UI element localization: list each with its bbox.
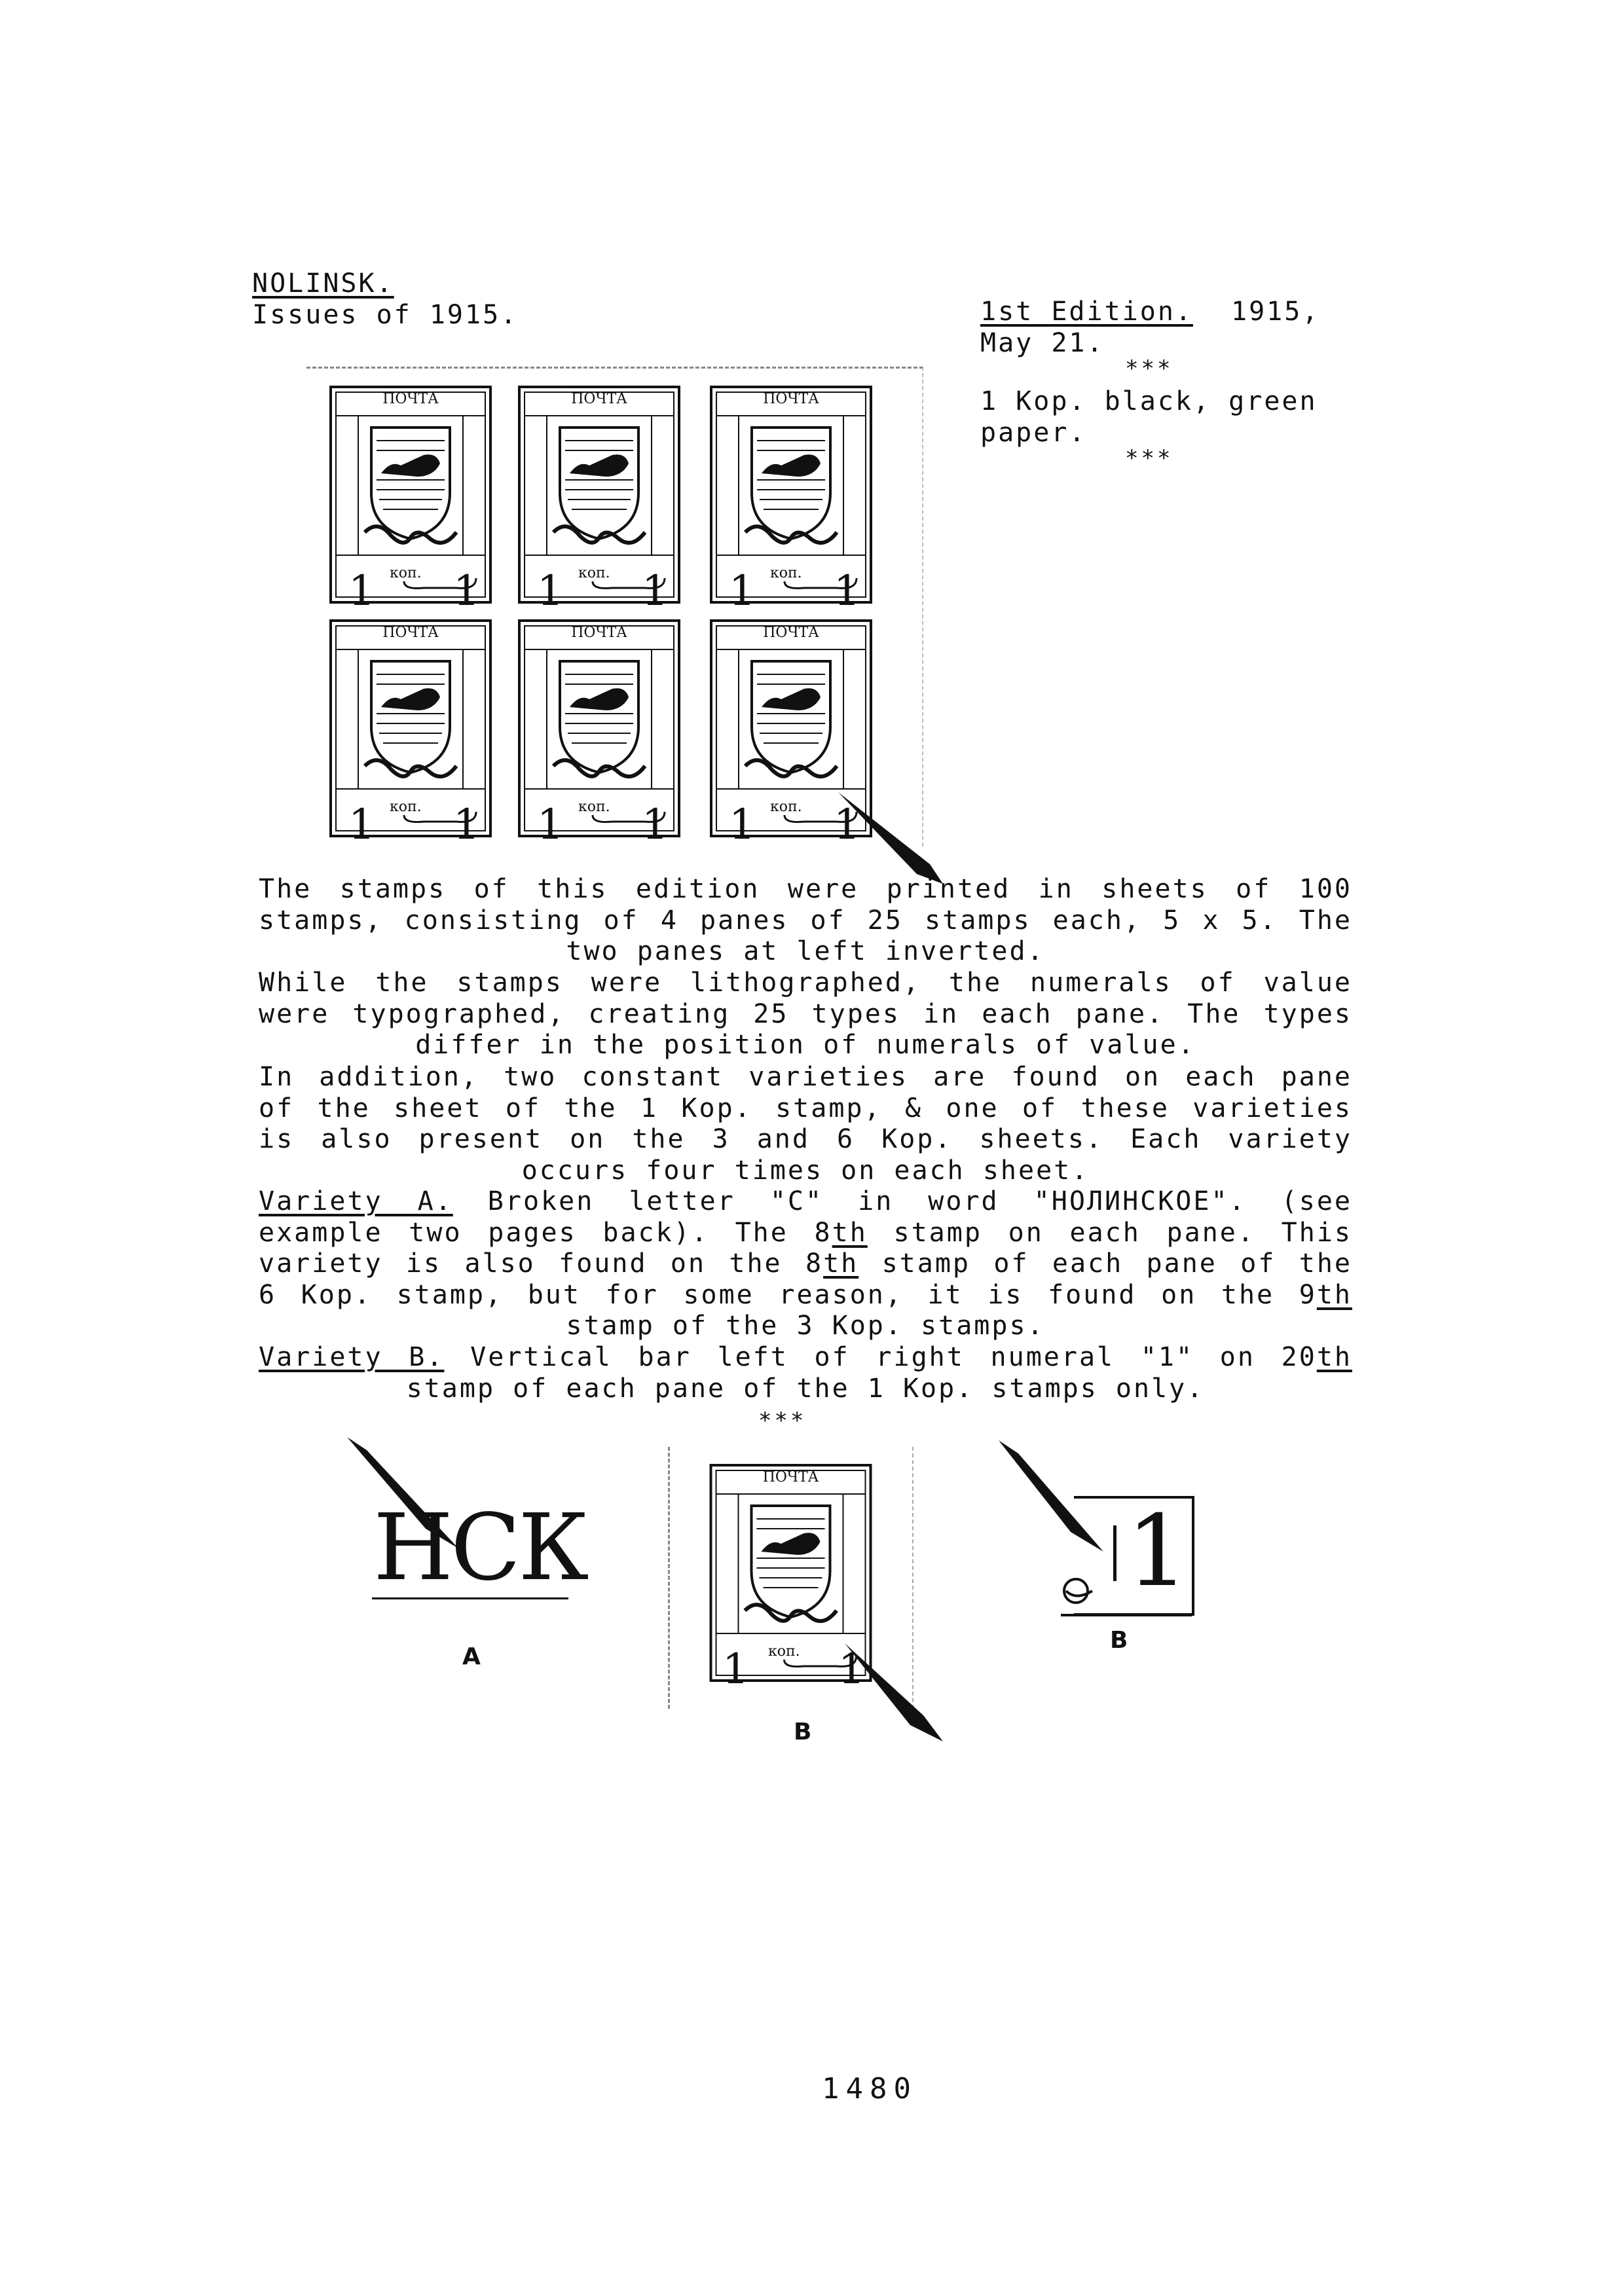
stamp-top-text: ПОЧТА bbox=[382, 391, 439, 407]
stamp-kop-text: коп. bbox=[770, 565, 802, 581]
detail-underline bbox=[1061, 1614, 1192, 1616]
scroll-ornament-icon bbox=[1063, 1578, 1094, 1604]
stamp-denomination: 1 bbox=[453, 801, 480, 849]
page-number: 1480 bbox=[822, 2072, 917, 2105]
paragraph-1: The stamps of this edition were printed … bbox=[259, 874, 1352, 968]
separator-stars: *** bbox=[1125, 445, 1173, 471]
text-line: is also present on the 3 and 6 Kop. shee… bbox=[259, 1124, 1352, 1154]
variety-a-label: Variety A. bbox=[259, 1186, 453, 1216]
stamp-denomination: 1 bbox=[838, 1645, 865, 1694]
text-line: variety is also found on the 8th stamp o… bbox=[259, 1248, 1352, 1280]
stamp-denomination: 1 bbox=[453, 567, 480, 615]
stamp: ПОЧТА 1 1 коп. bbox=[514, 382, 684, 615]
text-line: 6 Kop. stamp, but for some reason, it is… bbox=[259, 1280, 1352, 1311]
edition-description: 1 Kop. black, green bbox=[980, 386, 1318, 416]
page-subtitle: Issues of 1915. bbox=[252, 300, 519, 330]
stamp-kop-text: коп. bbox=[770, 799, 802, 815]
text-line: occurs four times on each sheet. bbox=[521, 1155, 1090, 1186]
stamp: ПОЧТА 1 1 коп. bbox=[325, 615, 496, 849]
text-line: stamps, consisting of 4 panes of 25 stam… bbox=[259, 905, 1352, 936]
variety-a-paragraph: Variety A. Broken letter "C" in word "НО… bbox=[259, 1186, 1352, 1342]
text-line: differ in the position of numerals of va… bbox=[415, 1030, 1196, 1060]
edition-title: 1st Edition. bbox=[980, 297, 1193, 327]
text-line: While the stamps were lithographed, the … bbox=[259, 968, 1352, 998]
stamp-top-text: ПОЧТА bbox=[571, 625, 627, 641]
pointer-arrow bbox=[347, 1437, 458, 1548]
text-line: were typographed, creating 25 types in e… bbox=[259, 998, 1352, 1029]
stamp-kop-text: коп. bbox=[768, 1643, 800, 1660]
edition-date: May 21. bbox=[980, 328, 1105, 358]
text-line: stamp of each pane of the 1 Kop. stamps … bbox=[406, 1373, 1205, 1404]
stamp-denomination: 1 bbox=[537, 801, 564, 849]
text-segment: Broken letter "C" in word "НОЛИНСКОЕ". (… bbox=[452, 1186, 1352, 1216]
stamp: ПОЧТА 1 1 коп. bbox=[706, 382, 876, 615]
text-line: stamp of the 3 Kop. stamps. bbox=[566, 1311, 1045, 1341]
stamp-top-text: ПОЧТА bbox=[763, 391, 819, 407]
text-line: The stamps of this edition were printed … bbox=[259, 874, 1352, 904]
ordinal-suffix: th bbox=[832, 1217, 868, 1248]
stamp: ПОЧТА 1 1 коп. bbox=[514, 615, 684, 849]
stamp: ПОЧТА 1 1 коп. bbox=[697, 1460, 884, 1694]
stamp-denomination: 1 bbox=[642, 801, 669, 849]
stamp-block-edge bbox=[306, 367, 923, 847]
text-line: Variety A. Broken letter "C" in word "НО… bbox=[259, 1186, 1352, 1218]
text-line: example two pages back). The 8th stamp o… bbox=[259, 1218, 1352, 1249]
pointer-arrow bbox=[999, 1440, 1103, 1552]
stamp-denomination: 1 bbox=[722, 1645, 749, 1694]
stamp-top-text: ПОЧТА bbox=[382, 625, 439, 641]
stamp-top-text: ПОЧТА bbox=[762, 1469, 819, 1485]
stamp: ПОЧТА 1 1 коп. bbox=[706, 615, 876, 849]
stamp: ПОЧТА 1 1 коп. bbox=[325, 382, 496, 615]
text-segment: Vertical bar left of right numeral "1" o… bbox=[444, 1342, 1317, 1372]
vertical-bar-mark bbox=[1113, 1525, 1116, 1581]
text-segment: stamp on each pane. This bbox=[867, 1217, 1352, 1248]
pointer-arrow bbox=[838, 792, 943, 884]
text-line: Variety B. Vertical bar left of right nu… bbox=[259, 1342, 1352, 1374]
separator-stars: *** bbox=[1125, 355, 1173, 382]
detail-label-a: A bbox=[462, 1643, 481, 1670]
variety-b-detail: 1 bbox=[1126, 1495, 1189, 1609]
text-line: of the sheet of the 1 Kop. stamp, & one … bbox=[259, 1093, 1352, 1123]
stamp-edge bbox=[668, 1447, 913, 1709]
stamp-denomination: 1 bbox=[348, 567, 375, 615]
paragraph-3: In addition, two constant varieties are … bbox=[259, 1062, 1352, 1186]
detail-label-b: B bbox=[1110, 1627, 1128, 1654]
detail-label-b-stamp: B bbox=[794, 1719, 812, 1745]
variety-b-paragraph: Variety B. Vertical bar left of right nu… bbox=[259, 1342, 1352, 1404]
stamp-denomination: 1 bbox=[348, 801, 375, 849]
stamp-denomination: 1 bbox=[537, 567, 564, 615]
ordinal-suffix: th bbox=[1316, 1342, 1352, 1372]
edition-year: 1915, bbox=[1231, 297, 1320, 327]
stamp-denomination: 1 bbox=[729, 567, 756, 615]
pointer-arrow bbox=[845, 1643, 943, 1741]
text-line: two panes at left inverted. bbox=[566, 936, 1045, 966]
edition-description-cont: paper. bbox=[980, 418, 1087, 448]
text-segment: variety is also found on the 8 bbox=[259, 1248, 824, 1279]
text-segment: stamp of each pane of the bbox=[858, 1248, 1352, 1279]
detail-underline bbox=[372, 1597, 568, 1599]
text-segment: 6 Kop. stamp, but for some reason, it is… bbox=[259, 1279, 1317, 1310]
variety-a-detail: НСК bbox=[373, 1495, 589, 1601]
variety-b-label: Variety B. bbox=[259, 1342, 445, 1372]
stamp-top-text: ПОЧТА bbox=[571, 391, 627, 407]
stamp-denomination: 1 bbox=[642, 567, 669, 615]
stamp-denomination: 1 bbox=[729, 801, 756, 849]
stamp-top-text: ПОЧТА bbox=[763, 625, 819, 641]
stamp-kop-text: коп. bbox=[578, 799, 610, 815]
ordinal-suffix: th bbox=[823, 1248, 859, 1279]
text-line: In addition, two constant varieties are … bbox=[259, 1062, 1352, 1092]
stamp-kop-text: коп. bbox=[390, 799, 422, 815]
paragraph-2: While the stamps were lithographed, the … bbox=[259, 968, 1352, 1061]
stamp-kop-text: коп. bbox=[578, 565, 610, 581]
ordinal-suffix: th bbox=[1316, 1279, 1352, 1310]
separator-stars: *** bbox=[758, 1408, 807, 1434]
page-title: NOLINSK. bbox=[252, 268, 394, 299]
stamp-denomination: 1 bbox=[834, 567, 860, 615]
text-segment: example two pages back). The 8 bbox=[259, 1217, 832, 1248]
stamp-kop-text: коп. bbox=[390, 565, 422, 581]
